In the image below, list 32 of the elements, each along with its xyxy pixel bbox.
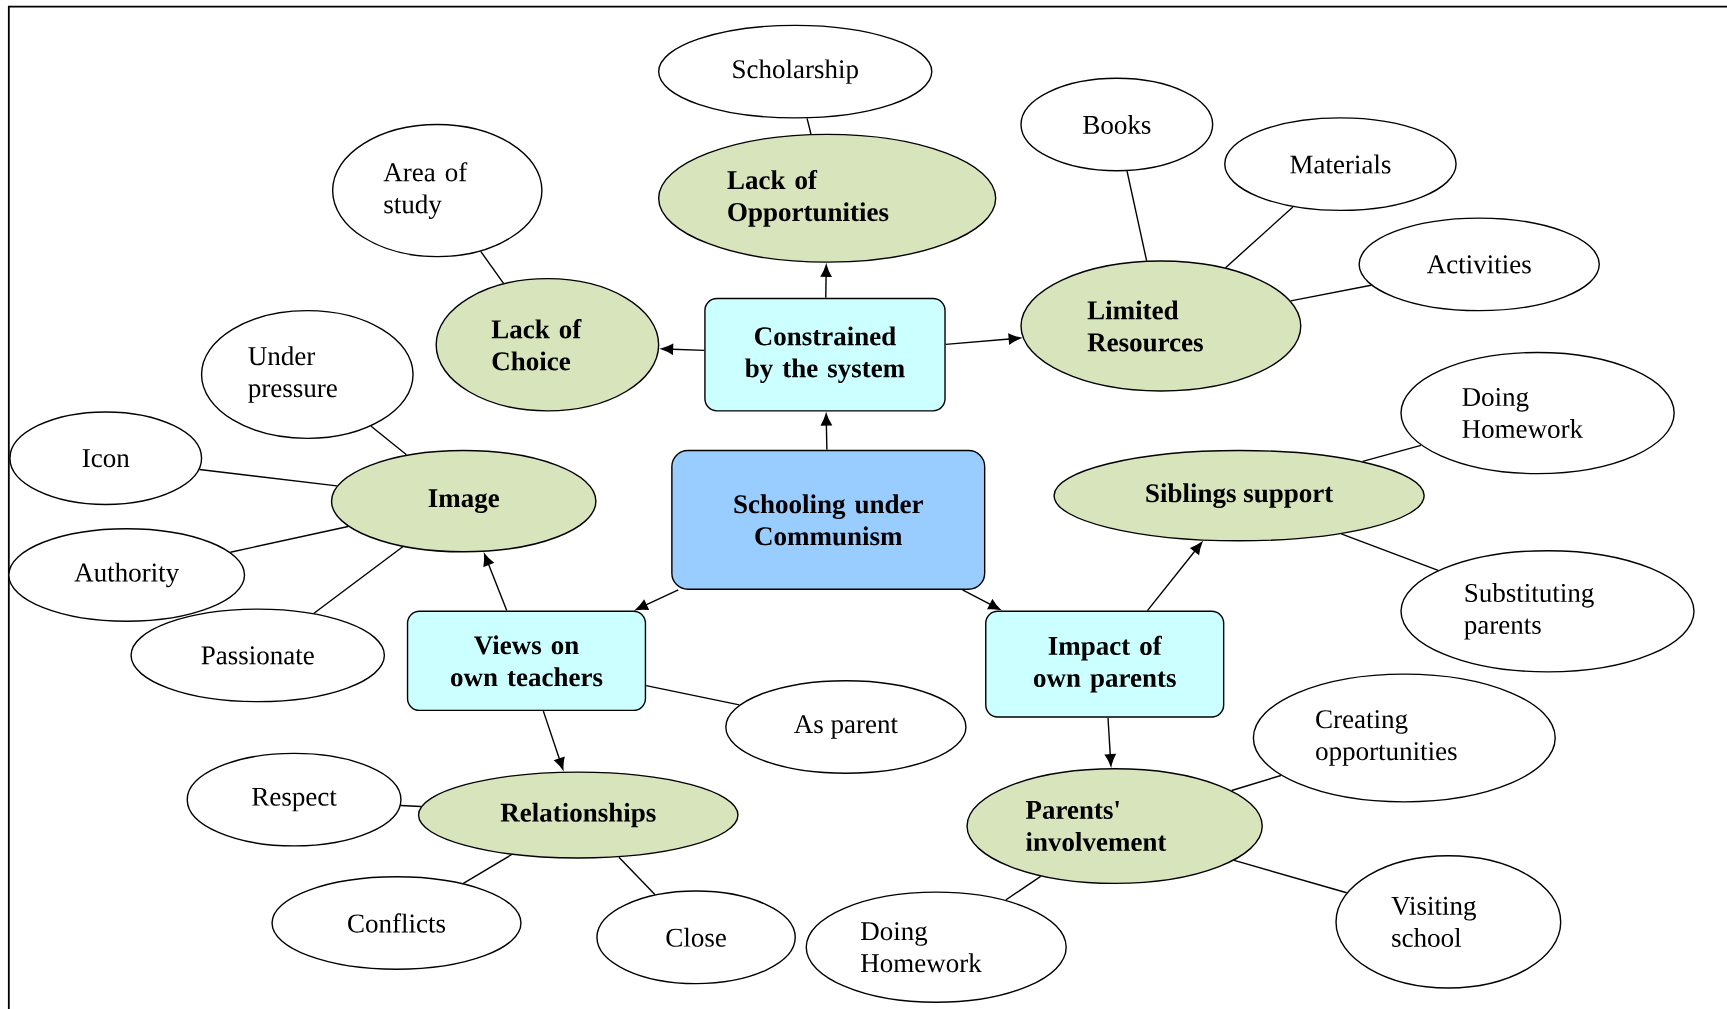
arrow [961, 589, 1001, 611]
arrow [661, 343, 705, 355]
arrow [542, 710, 565, 770]
arrow [820, 264, 832, 299]
arrow [483, 553, 508, 612]
connector-line [1340, 533, 1439, 572]
connector-line [1362, 444, 1422, 463]
connector-line [1126, 170, 1148, 262]
connector-line [645, 684, 740, 706]
connector-line [1233, 859, 1348, 894]
arrow [1104, 717, 1116, 767]
connector-line [618, 856, 656, 896]
connector-line [370, 425, 408, 456]
arrow [635, 589, 679, 611]
connector-line [313, 546, 404, 614]
arrow [1146, 542, 1203, 612]
connector-line [480, 250, 505, 285]
arrow [820, 413, 832, 451]
arrow [945, 333, 1021, 346]
connector-line [1230, 774, 1282, 792]
topic-box: Schooling under Communism [671, 449, 986, 590]
connector-line [1290, 284, 1372, 302]
connector-line [229, 525, 349, 553]
theme-box: Views on own teachers [406, 610, 647, 712]
connector-line [462, 854, 513, 885]
connector-line [198, 468, 338, 487]
connector-line [400, 804, 422, 808]
theme-box: Constrained by the system [704, 297, 946, 412]
connector-line [806, 117, 812, 135]
connector-line [1224, 206, 1294, 269]
connector-line [1005, 875, 1042, 901]
theme-box: Impact of own parents [985, 610, 1225, 718]
